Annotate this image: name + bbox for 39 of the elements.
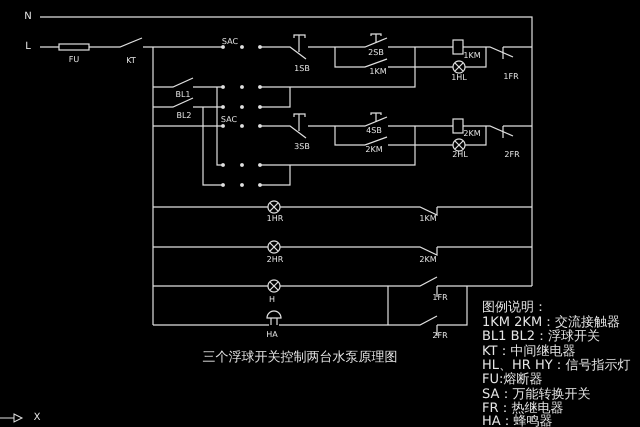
component-label: 1FR xyxy=(432,294,448,302)
component-label: 2HL xyxy=(452,151,468,159)
component-label: 1KM xyxy=(419,215,437,223)
component-label: 4SB xyxy=(366,127,382,135)
component-label: 2SB xyxy=(368,49,384,57)
legend-text: KT：中间继电器 xyxy=(482,345,576,358)
component-label: 1KM xyxy=(369,68,387,76)
component-label: 1HL xyxy=(451,74,467,82)
title: 三个浮球开关控制两台水泵原理图 xyxy=(202,349,398,366)
legend-text: HL、HR HY：信号指示灯 xyxy=(482,359,631,372)
component-label: SAC xyxy=(220,116,238,124)
component-label: 2KM xyxy=(419,256,437,264)
terminal-label: N xyxy=(24,12,32,22)
component-label: H xyxy=(269,296,275,304)
component-label: BL1 xyxy=(175,91,191,99)
legend-text: SA：万能转换开关 xyxy=(482,388,590,401)
component-label: HA xyxy=(266,331,278,339)
component-label: 1HR xyxy=(266,215,284,223)
component-label: 2KM xyxy=(463,130,481,138)
legend-text: HA：蜂鸣器 xyxy=(482,415,553,427)
component-label: 1SB xyxy=(294,65,310,73)
component-label: 1KM xyxy=(463,52,481,60)
legend-text: BL1 BL2：浮球开关 xyxy=(482,330,600,343)
component-label: FU xyxy=(68,56,80,64)
component-label: 2HR xyxy=(266,256,284,264)
legend-text: FR：热继电器 xyxy=(482,402,564,415)
component-label: 2FR xyxy=(432,332,448,340)
component-label: SAC xyxy=(222,38,238,46)
component-label: 2FR xyxy=(504,151,520,159)
legend-heading: 图例说明： xyxy=(482,301,547,314)
component-label: 2KM xyxy=(365,146,383,154)
component-label: BL2 xyxy=(176,112,192,120)
component-label: KT xyxy=(126,57,136,65)
terminal-label: L xyxy=(25,42,31,52)
component-label: 1FR xyxy=(503,73,519,81)
axis-label: X xyxy=(34,413,40,423)
component-label: 3SB xyxy=(294,143,310,151)
legend-text: FU:熔断器 xyxy=(482,373,542,386)
legend-text: 1KM 2KM：交流接触器 xyxy=(482,316,620,329)
